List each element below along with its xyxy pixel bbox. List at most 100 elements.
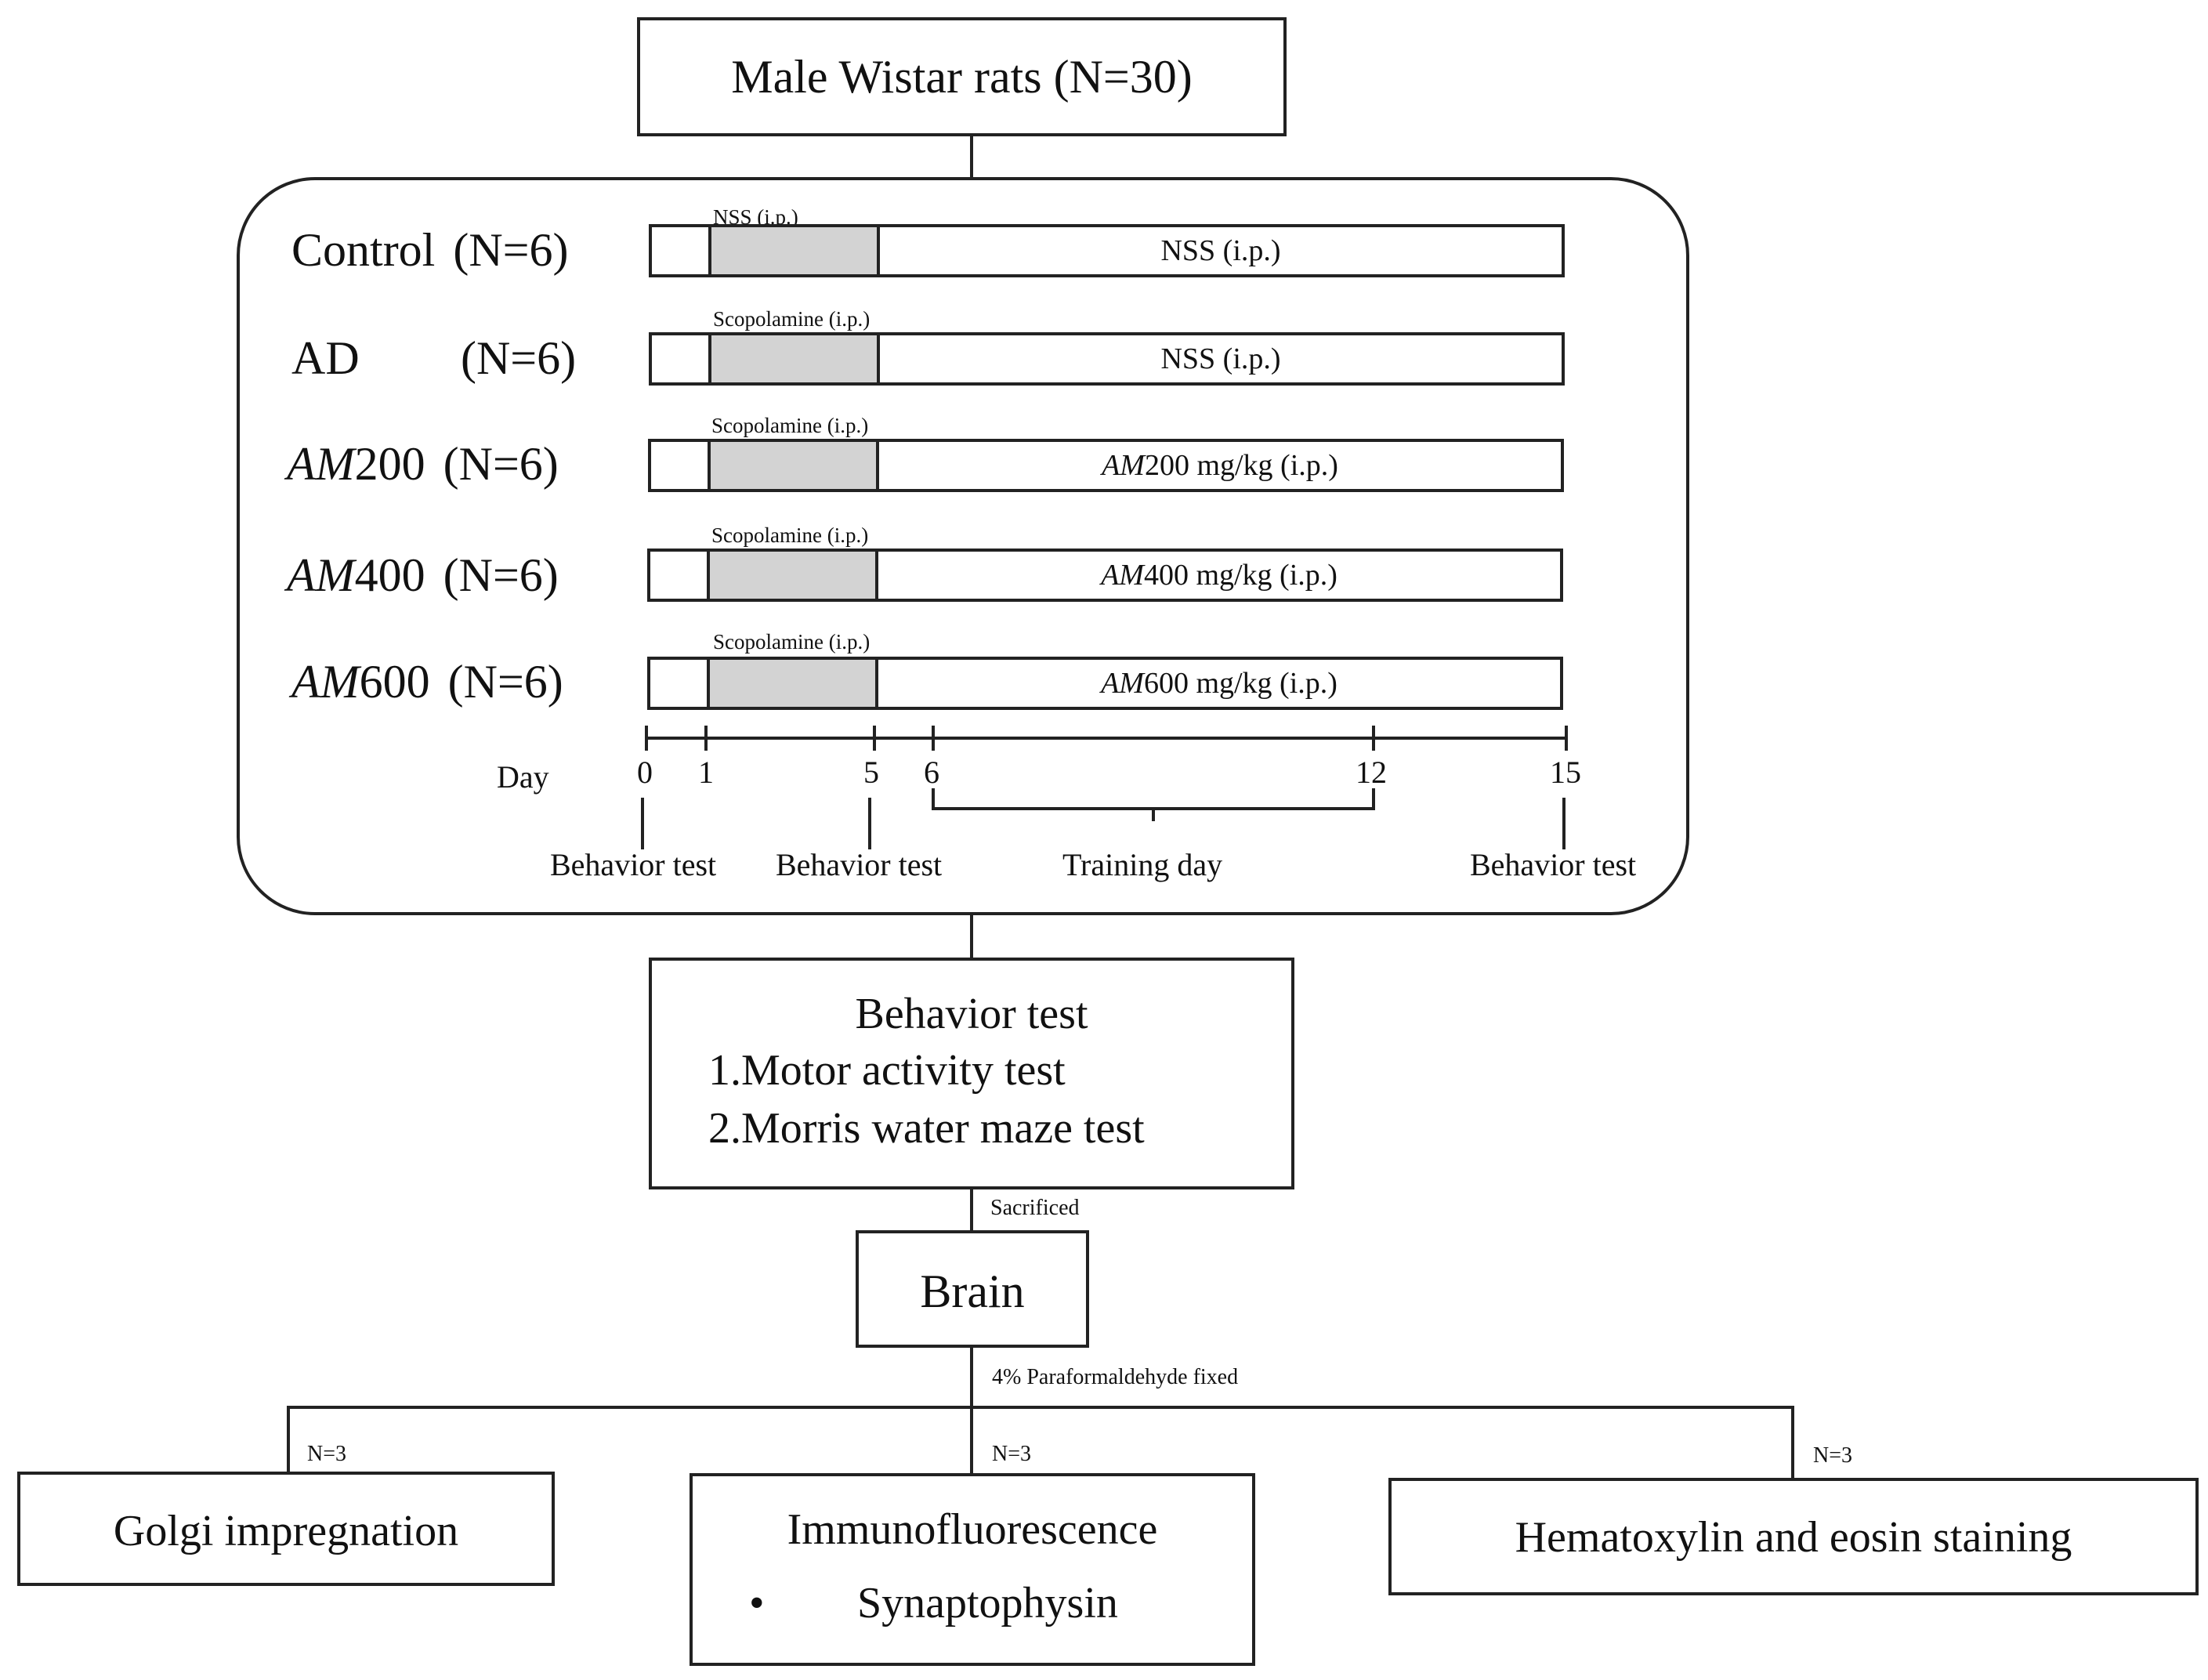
timeline-bar: NSS (i.p.) [649,332,1565,386]
event-marker-day0 [641,798,644,849]
group-n: (N=6) [443,438,559,490]
group-name-rest: 200 [354,438,425,490]
timeline-bar: AM 400 mg/kg (i.p.) [647,549,1563,602]
pretreat-label: Scopolamine (i.p.) [713,307,871,331]
group-label-control: Control (N=6) [291,223,568,277]
branch-n-middle: N=3 [992,1442,1032,1466]
group-name: Control [291,224,436,276]
golgi-label: Golgi impregnation [113,1507,459,1555]
treat-label: 400 mg/kg (i.p.) [1143,559,1337,592]
pretreat-segment [711,227,880,274]
baseline-segment [652,227,711,274]
group-name-italic: AM [287,438,355,490]
treatment-segment: AM 600 mg/kg (i.p.) [878,660,1560,707]
training-bracket-right [1372,788,1375,810]
group-n-ad: (N=6) [461,332,577,384]
top-box-label: Male Wistar rats (N=30) [731,51,1193,103]
baseline-segment [650,552,710,599]
pretreat-label: Scopolamine (i.p.) [711,523,869,547]
pretreat-segment [710,552,878,599]
sacrificed-label: Sacrificed [990,1196,1080,1220]
group-n: (N=6) [443,549,559,601]
treat-prefix: AM [1101,667,1144,700]
pretreat-segment [711,442,879,489]
immunofluorescence-label: Immunofluorescence [787,1505,1158,1554]
behavior-item-2: 2.Morris water maze test [708,1104,1145,1153]
bullet-icon: • [749,1579,765,1628]
training-bracket-mid [1152,807,1155,821]
connector-sacrificed [970,1189,973,1232]
top-box: Male Wistar rats (N=30) [637,17,1287,136]
event-marker-day15 [1562,798,1566,849]
timeline-bar: NSS (i.p.) [649,224,1565,277]
treat-label: 600 mg/kg (i.p.) [1143,667,1337,700]
event-label-day0: Behavior test [550,847,717,882]
group-n: (N=6) [447,656,563,708]
group-label-am400: AM400 (N=6) [287,549,559,603]
timeline-axis [645,737,1568,740]
timeline-tick-1 [704,726,708,751]
group-label-am600: AM600 (N=6) [291,655,563,709]
treat-label: NSS (i.p.) [1160,342,1281,375]
event-label-day15: Behavior test [1470,847,1637,882]
tick-label-1: 1 [698,755,714,790]
behavior-item-1: 1.Motor activity test [708,1046,1066,1095]
timeline-tick-12 [1372,726,1375,751]
event-label-training: Training day [1062,847,1223,882]
timeline-tick-0 [645,726,648,751]
pretreat-label: Scopolamine (i.p.) [713,630,871,654]
group-n: (N=6) [453,224,569,276]
treatment-segment: NSS (i.p.) [880,227,1562,274]
pretreat-segment [710,660,878,707]
treat-prefix: AM [1102,449,1145,482]
timeline-tick-5 [873,726,876,751]
brain-box: Brain [856,1230,1089,1348]
group-name-italic: AM [287,549,355,601]
tick-label-6: 6 [924,755,939,790]
timeline-bar: AM 200 mg/kg (i.p.) [648,439,1564,492]
group-name-italic: AM [291,656,360,708]
pretreat-segment [711,335,880,382]
group-name-rest: 600 [359,656,430,708]
pretreat-label: Scopolamine (i.p.) [711,414,869,437]
baseline-segment [652,335,711,382]
brain-label: Brain [920,1265,1025,1317]
tick-label-0: 0 [637,755,653,790]
timeline-tick-6 [932,726,935,751]
connector-top [970,136,973,179]
branch-n-right: N=3 [1813,1443,1853,1468]
treatment-segment: AM 400 mg/kg (i.p.) [878,552,1560,599]
group-label-am200: AM200 (N=6) [287,437,559,491]
connector-behavior [970,915,973,958]
branch-left [287,1406,290,1473]
timeline-tick-15 [1565,726,1568,751]
event-label-day5: Behavior test [776,847,943,882]
tick-label-12: 12 [1356,755,1387,790]
connector-fixed [970,1348,973,1407]
fixed-label: 4% Paraformaldehyde fixed [992,1365,1239,1389]
baseline-segment [650,660,710,707]
treatment-segment: AM 200 mg/kg (i.p.) [879,442,1561,489]
golgi-box: Golgi impregnation [17,1472,555,1586]
treat-label: NSS (i.p.) [1160,234,1281,267]
branch-n-left: N=3 [307,1442,347,1466]
synaptophysin-label: Synaptophysin [857,1579,1118,1628]
immunofluorescence-box: Immunofluorescence • Synaptophysin [690,1473,1255,1666]
group-label-ad: AD [291,331,360,386]
day-label: Day [497,759,549,795]
baseline-segment [651,442,711,489]
event-marker-day5 [868,798,871,849]
branch-horizontal [287,1406,1794,1409]
timeline-bar: AM 600 mg/kg (i.p.) [647,657,1563,710]
treatment-segment: NSS (i.p.) [880,335,1562,382]
he-staining-label: Hematoxylin and eosin staining [1515,1513,2072,1562]
behavior-test-box: Behavior test 1.Motor activity test 2.Mo… [649,958,1294,1189]
treat-label: 200 mg/kg (i.p.) [1144,449,1338,482]
he-staining-box: Hematoxylin and eosin staining [1388,1478,2199,1595]
branch-middle [970,1406,973,1473]
group-name: AD [291,332,360,384]
treat-prefix: AM [1101,559,1144,592]
training-bracket-left [932,788,935,810]
group-name-rest: 400 [354,549,425,601]
behavior-test-title: Behavior test [855,990,1088,1038]
